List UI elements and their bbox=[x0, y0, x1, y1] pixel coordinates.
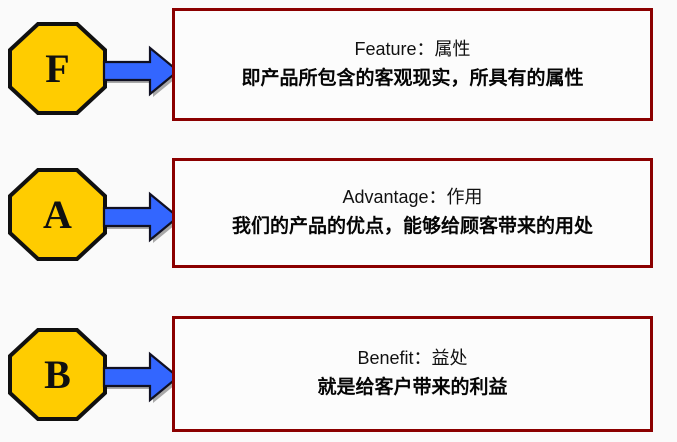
arrow-b bbox=[100, 349, 182, 405]
text-box-benefit: Benefit：益处 就是给客户带来的利益 bbox=[172, 316, 653, 432]
arrow-a bbox=[100, 189, 182, 245]
badge-letter-b: B bbox=[44, 351, 71, 397]
badge-letter-f: F bbox=[45, 45, 70, 91]
fab-row-advantage: A Advantage：作用 我们的产品的优点，能够给顾客带来的用处 bbox=[0, 158, 677, 268]
octagon-badge-f: F bbox=[8, 22, 107, 115]
arrow-f bbox=[100, 43, 182, 99]
feature-description: 即产品所包含的客观现实，所具有的属性 bbox=[241, 67, 584, 89]
badge-letter-a: A bbox=[43, 191, 72, 237]
octagon-badge-a: A bbox=[8, 168, 107, 261]
fab-row-feature: F Feature：属性 即产品所包含的客观现实，所具有的属性 bbox=[0, 8, 677, 121]
octagon-badge-b: B bbox=[8, 328, 107, 421]
benefit-title: Benefit：益处 bbox=[357, 348, 468, 369]
benefit-description: 就是给客户带来的利益 bbox=[317, 377, 508, 399]
text-box-feature: Feature：属性 即产品所包含的客观现实，所具有的属性 bbox=[172, 8, 653, 121]
fab-row-benefit: B Benefit：益处 就是给客户带来的利益 bbox=[0, 316, 677, 432]
text-box-advantage: Advantage：作用 我们的产品的优点，能够给顾客带来的用处 bbox=[172, 158, 653, 268]
advantage-description: 我们的产品的优点，能够给顾客带来的用处 bbox=[231, 216, 593, 238]
advantage-title: Advantage：作用 bbox=[342, 187, 483, 208]
feature-title: Feature：属性 bbox=[354, 38, 471, 59]
